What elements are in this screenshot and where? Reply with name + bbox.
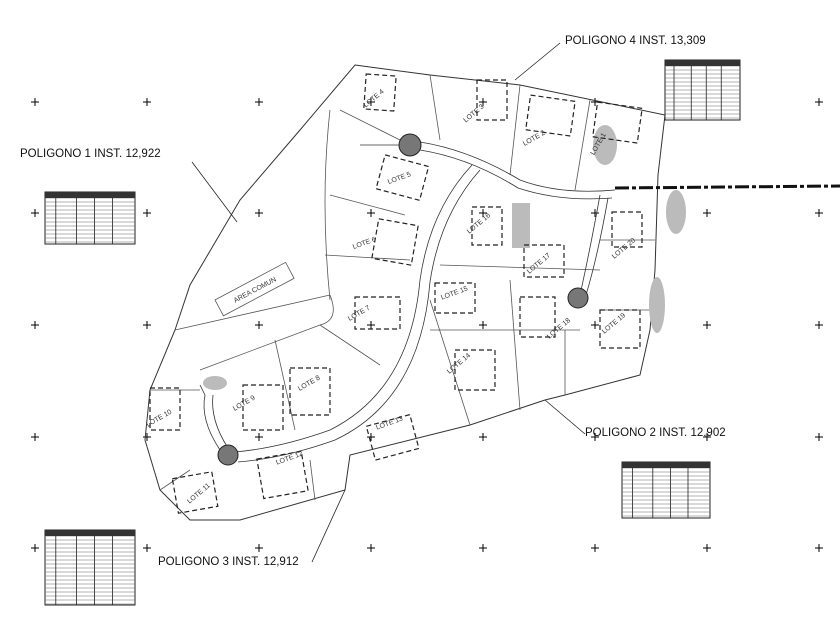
grid-cross-marker [815,433,823,441]
grid-cross-marker [479,433,487,441]
grid-cross-marker [31,98,39,106]
grid-cross-marker [703,544,711,552]
lot-lines [150,74,655,501]
grid-cross-marker [367,544,375,552]
lot-label: LOTE 4 [363,88,386,109]
grid-cross-marker [591,321,599,329]
grid-cross-marker [255,98,263,106]
lot-label: LOTE 9 [232,395,256,413]
lot-label: LOTE 14 [446,352,472,375]
grid-cross-marker [255,321,263,329]
grid-cross-marker [479,209,487,217]
property-boundary [144,64,666,521]
poligono-1-label: POLIGONO 1 INST. 12,922 [20,148,161,160]
grid-cross-marker [255,209,263,217]
vegetation-area [203,125,686,390]
lot-label: LOTE 15 [440,285,469,301]
poligono-4-label: POLIGONO 4 INST. 13,309 [565,35,706,47]
grid-cross-marker [479,321,487,329]
grid-cross-marker [591,209,599,217]
grid-cross-marker [479,544,487,552]
lot-label: LOTE 8 [297,375,321,393]
leader-lines [191,42,586,563]
coordinate-tables [44,59,741,606]
grid-cross-marker [31,321,39,329]
coordinate-table [44,191,136,245]
grid-cross-marker [143,544,151,552]
area-comun-label: AREA COMUN [214,261,295,317]
grid-cross-marker [815,98,823,106]
grid-cross-marker [367,433,375,441]
lot-label: LOTE 20 [611,237,637,260]
grid-cross-marker [255,544,263,552]
grid-cross-marker [479,98,487,106]
grid-cross-marker [31,209,39,217]
lot-label: LOTE 13 [375,415,404,431]
lot-label: LOTE 3 [463,103,486,124]
grid-cross-marker [815,321,823,329]
grid-cross-marker [703,321,711,329]
poligono-3-label: POLIGONO 3 INST. 12,912 [158,556,299,568]
grid-cross-marker [815,544,823,552]
grid-cross-marker [367,98,375,106]
building-footprints [149,73,643,514]
access-road [614,184,840,190]
grid-cross-marker [143,98,151,106]
grid-cross-marker [703,433,711,441]
coordinate-table [621,461,711,519]
grid-cross-marker [367,321,375,329]
grid-cross-marker [255,433,263,441]
poligono-2-label: POLIGONO 2 INST. 12,902 [585,427,726,439]
grid-cross-marker [367,209,375,217]
road [199,141,616,463]
grid-cross-marker [31,544,39,552]
lot-label: LOTE 16 [466,212,492,235]
grid-cross-marker [591,433,599,441]
coordinate-table [664,59,741,121]
coordinate-table [44,529,136,606]
lot-label: LOTE 7 [347,305,371,323]
lot-label: LOTE 18 [546,317,572,340]
grid-cross-marker [31,433,39,441]
grid-cross-marker [703,209,711,217]
grid-cross-marker [143,209,151,217]
grid-cross-marker [143,433,151,441]
grid-cross-marker [815,209,823,217]
grid-cross-marker [143,321,151,329]
grid-cross-marker [591,544,599,552]
roundabout [217,133,589,466]
lot-label: LOTE 5 [387,171,412,186]
lot-label: LOTE 19 [601,312,627,335]
lot-label: LOTE 2 [522,130,546,148]
lot-label: LOTE 11 [186,482,212,505]
lot-label: LOTE 17 [526,252,552,275]
